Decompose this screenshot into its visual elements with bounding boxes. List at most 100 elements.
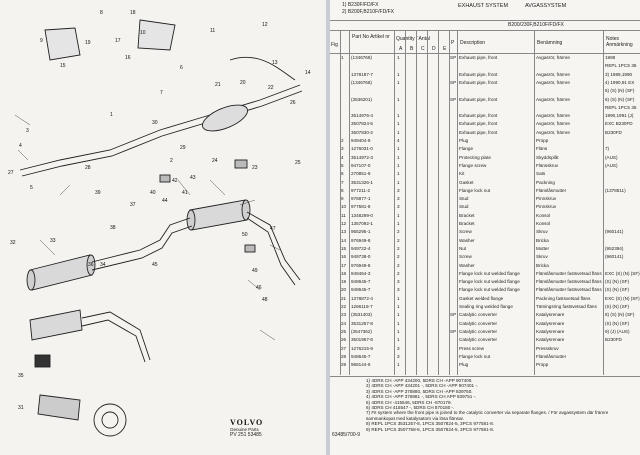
callout-7: 7 bbox=[160, 90, 163, 96]
callout-47: 47 bbox=[270, 226, 276, 232]
cell-q: 1 bbox=[397, 71, 400, 77]
cell-q: 1 bbox=[397, 129, 400, 135]
volvo-brand-block: VOLVO Genuine Parts PV 251 53485 bbox=[230, 418, 310, 438]
col-header-fig: Fig bbox=[331, 42, 338, 48]
callout-24: 24 bbox=[212, 158, 218, 164]
cell-desc: Screw bbox=[459, 229, 472, 235]
callout-50: 50 bbox=[242, 232, 248, 238]
cell-note: 4) 1990,91 EX bbox=[605, 79, 635, 85]
cell-pos: 11 bbox=[341, 212, 346, 218]
callout-35: 35 bbox=[18, 373, 24, 379]
brand-code: PV 251 53485 bbox=[230, 432, 262, 438]
cell-ben: Skruv bbox=[536, 254, 548, 260]
callout-10: 10 bbox=[140, 30, 146, 36]
footnote: 4) 4DRS CH -APP 378881 -, 5DRS CH APP 83… bbox=[366, 394, 477, 400]
cell-part: 1276215-9 bbox=[351, 345, 373, 351]
cell-ben: Tätningsring fastsvetsad fläns bbox=[536, 304, 597, 309]
callout-36: 36 bbox=[88, 262, 94, 268]
cell-pos: 25 bbox=[341, 328, 347, 334]
grid-line bbox=[405, 30, 406, 375]
cell-part: 270851-9 bbox=[351, 171, 371, 177]
callout-32: 32 bbox=[10, 240, 16, 246]
callout-40: 40 bbox=[150, 190, 156, 196]
col-header-qty-c: C bbox=[421, 46, 425, 52]
cell-desc: Protecting plate bbox=[459, 154, 491, 160]
col-header-notes: Notes Anmärkning bbox=[606, 36, 633, 48]
footnote: 2) 4DRS CH -APP 434201 -, 5DRS CH -APP 9… bbox=[366, 383, 479, 389]
cell-pos: 16 bbox=[341, 254, 347, 260]
callout-11: 11 bbox=[210, 28, 216, 34]
callout-17: 17 bbox=[115, 38, 121, 44]
cell-note: (952394) bbox=[605, 245, 624, 251]
footnote: 1) 4DRS CH -APP 434200, 5DRS CH -APP 907… bbox=[366, 378, 473, 383]
cell-note: B230FD bbox=[605, 337, 622, 343]
cell-part: (3531403) bbox=[351, 312, 372, 318]
divider bbox=[330, 30, 640, 31]
grid-line bbox=[457, 30, 458, 375]
callout-38: 38 bbox=[110, 225, 116, 231]
col-header-qty-a: A bbox=[399, 46, 403, 52]
callout-25: 25 bbox=[295, 160, 301, 166]
cell-desc: Sealing ring welded flange bbox=[459, 304, 513, 309]
cell-pos: 3 bbox=[341, 146, 344, 152]
cell-q: 2 bbox=[397, 254, 400, 260]
callout-21: 21 bbox=[215, 82, 221, 88]
cell-ben: Packning fastsvetsad fläns bbox=[536, 295, 591, 301]
cell-q: 2 bbox=[397, 237, 400, 243]
cell-ben: Avgasrör, främre bbox=[536, 79, 570, 85]
callout-14: 14 bbox=[305, 70, 311, 76]
cell-part: 3501957-6 bbox=[351, 337, 373, 343]
grid-line bbox=[603, 30, 604, 375]
col-header-qty-b: B bbox=[410, 46, 414, 52]
cell-note: 5) (S) (N) (SF) bbox=[605, 88, 635, 94]
cell-desc: Stud bbox=[459, 196, 469, 202]
cell-part: 949464-3 bbox=[351, 270, 371, 276]
cell-pos: 1 bbox=[341, 55, 344, 60]
cell-ben: Flänsskruv bbox=[536, 162, 559, 168]
footnotes: 1) 4DRS CH -APP 434200, 5DRS CH -APP 907… bbox=[366, 378, 638, 432]
cell-desc: Catalytic converter bbox=[459, 337, 498, 343]
col-header-qty-e: E bbox=[443, 46, 447, 52]
cell-desc: Washer bbox=[459, 262, 475, 268]
footnote: 3) 4DRS CH -APP 378880, 5DRS CH -APP 839… bbox=[366, 388, 473, 394]
cell-ben: Flänslåsmutter fastsvetsad fläns bbox=[536, 279, 602, 285]
col-header-desc: Description bbox=[460, 40, 486, 46]
footnote: 8) REPL 1PCS 3531257-8, 1PCS 3507824-5, … bbox=[366, 421, 495, 427]
cell-desc: Flange bbox=[459, 146, 474, 152]
cell-desc: Gasket welded flange bbox=[459, 295, 504, 301]
grid-line bbox=[416, 30, 417, 375]
callout-46: 46 bbox=[256, 285, 262, 291]
callout-4: 4 bbox=[19, 143, 22, 149]
cell-note: (960141) bbox=[605, 254, 624, 260]
cell-ben: Propp bbox=[536, 138, 549, 143]
cell-note: (S) (N) (SF) bbox=[605, 320, 629, 326]
cell-pos: 19 bbox=[341, 279, 347, 285]
cell-ben: Pinnskruv bbox=[536, 204, 557, 210]
cell-pos: 10 bbox=[341, 204, 347, 210]
cell-ben: Katalysrenare bbox=[536, 337, 565, 343]
grid-line bbox=[427, 30, 428, 375]
cell-q: 1 bbox=[397, 79, 400, 85]
cell-desc: Exhaust pipe, front bbox=[459, 55, 498, 60]
exhaust-system-diagram bbox=[14, 19, 303, 437]
cell-desc: Flange lock nut welded flange bbox=[459, 279, 520, 285]
cell-desc: Nut bbox=[459, 245, 467, 251]
grid-line bbox=[449, 30, 450, 375]
cell-desc: Exhaust pipe, front bbox=[459, 129, 498, 135]
cell-q: 1 bbox=[397, 162, 400, 168]
callout-16: 16 bbox=[125, 55, 131, 61]
cell-ben: Flänslåsmutter fastsvetsad fläns bbox=[536, 270, 602, 276]
